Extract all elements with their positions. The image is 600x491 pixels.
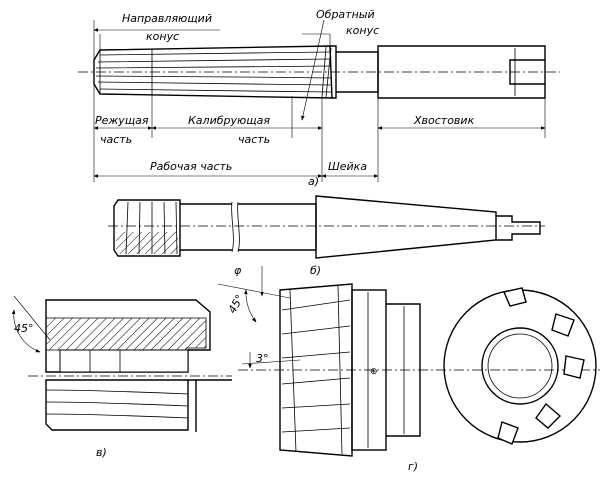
reamer-flutes [95,49,332,96]
label-guide-cone-2: конус [146,30,179,43]
label-back-cone: Обратный [316,8,375,21]
view-v-section: 45° в) [11,295,232,459]
arbor-tang [496,215,541,241]
cutter-face-bore [481,327,559,405]
view-b-arbor: б) [108,195,545,277]
arbor-morse-taper [315,195,497,259]
cutter-side-body [279,283,353,457]
label-calibrating: Калибрующая [188,114,270,127]
label-calibrating-2: часть [238,133,270,146]
arbor-body-left [180,203,232,251]
label-cutting-2: часть [100,133,132,146]
cutter-side-teeth [281,285,351,455]
label-angle-3: 3° [256,352,269,365]
marker-cross: ⊕ [370,367,378,377]
section-lower-body [45,379,189,431]
cutter-boss [386,303,421,437]
view-g-cutter: ⊕ φ 45° 3° г) [217,264,600,473]
caption-b: б) [310,264,321,277]
label-back-cone-2: конус [346,24,379,37]
cutter-hub [351,289,387,451]
reamer-tang-slot [509,59,545,85]
caption-a: а) [308,175,319,188]
cutter-face-teeth [497,287,585,445]
label-angle-45-right: 45° [226,292,247,315]
view-a-extension-lines [93,20,546,182]
reamer-back-cone [330,45,337,99]
view-a-reamer: Направляющий конус Обратный конус Режуща… [78,8,560,188]
label-neck: Шейка [328,160,367,173]
caption-g: г) [408,460,418,473]
label-guide-cone: Направляющий [122,12,212,25]
caption-v: в) [96,446,107,459]
label-angle-phi: φ [234,264,242,277]
view-a-dimension-lines [93,19,546,178]
label-angle-45-left: 45° [14,322,34,335]
arbor-cutter-head [113,199,181,257]
label-working-part: Рабочая часть [150,160,232,173]
arbor-body-right [238,203,317,251]
label-shank: Хвостовик [413,114,475,127]
label-cutting: Режущая [95,114,149,127]
